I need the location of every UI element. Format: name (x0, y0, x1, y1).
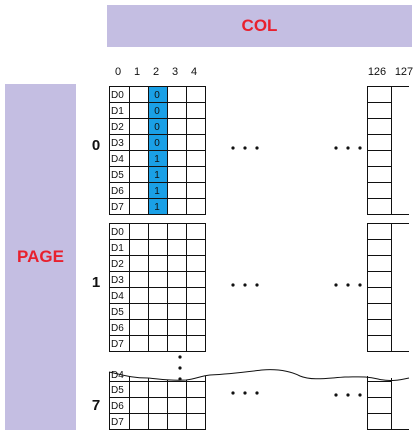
row-label: D6 (111, 323, 124, 334)
page-number: 0 (92, 137, 100, 154)
page-1-row-labels: D0 D1 D2 D3 D4 D5 D6 D7 (111, 227, 124, 350)
bit-value: 1 (154, 186, 160, 197)
page-label: PAGE (17, 247, 64, 266)
row-label: D3 (111, 275, 124, 286)
col-header-band: COL (107, 5, 412, 47)
ellipsis-dots (231, 283, 362, 287)
row-label: D0 (111, 90, 124, 101)
page-0-right-grid (367, 86, 409, 215)
page-1-left-grid (109, 223, 206, 352)
row-label: D7 (111, 339, 124, 350)
row-label: D5 (111, 385, 124, 396)
page-number: 1 (92, 274, 100, 291)
bit-value: 1 (154, 202, 160, 213)
column-number: 3 (172, 66, 178, 78)
column-numbers: 0 1 2 3 4 126 127 (115, 66, 413, 78)
vertical-ellipsis-dots (178, 355, 182, 381)
highlight-cell (148, 134, 167, 150)
page-7-left-grid (109, 372, 206, 430)
row-label: D4 (111, 291, 124, 302)
page-7-right-grid (367, 376, 409, 430)
page-0-row-labels: D0 D1 D2 D3 D4 D5 D6 D7 (111, 90, 124, 213)
highlight-cell (148, 118, 167, 134)
highlight-cell (148, 182, 167, 198)
row-label: D2 (111, 122, 124, 133)
column-number: 127 (395, 66, 413, 78)
highlight-bits: 0 0 0 0 1 1 1 1 (154, 90, 160, 213)
highlight-cell (148, 166, 167, 182)
row-label: D1 (111, 106, 124, 117)
page-1-right-grid (367, 223, 409, 352)
highlight-cell (148, 102, 167, 118)
page-7-row-labels: D4 D5 D6 D7 (111, 370, 124, 428)
page-0-left-grid (109, 86, 206, 215)
bit-value: 0 (154, 90, 160, 101)
row-label: D4 (111, 370, 124, 381)
highlight-cell (148, 150, 167, 166)
torn-edge-line (108, 369, 410, 382)
column-number: 1 (134, 66, 140, 78)
column-number: 2 (153, 66, 159, 78)
row-label: D6 (111, 186, 124, 197)
row-label: D0 (111, 227, 124, 238)
row-label: D6 (111, 401, 124, 412)
row-label: D1 (111, 243, 124, 254)
col-label: COL (241, 16, 278, 35)
row-label: D7 (111, 202, 124, 213)
column-number: 4 (191, 66, 197, 78)
row-label: D2 (111, 259, 124, 270)
column-number: 126 (368, 66, 386, 78)
bit-value: 1 (154, 170, 160, 181)
row-label: D4 (111, 154, 124, 165)
column-number: 0 (115, 66, 121, 78)
page-number: 7 (92, 397, 100, 414)
row-label: D3 (111, 138, 124, 149)
highlight-cell (148, 86, 167, 102)
bit-value: 0 (154, 122, 160, 133)
highlight-cell (148, 198, 167, 214)
bit-value: 0 (154, 138, 160, 149)
row-label: D5 (111, 170, 124, 181)
row-label: D5 (111, 307, 124, 318)
bit-value: 1 (154, 154, 160, 165)
ellipsis-dots (231, 391, 362, 397)
bit-value: 0 (154, 106, 160, 117)
row-label: D7 (111, 417, 124, 428)
ellipsis-dots (231, 146, 362, 150)
page-header-band: PAGE (5, 84, 76, 430)
highlight-column (148, 86, 167, 214)
